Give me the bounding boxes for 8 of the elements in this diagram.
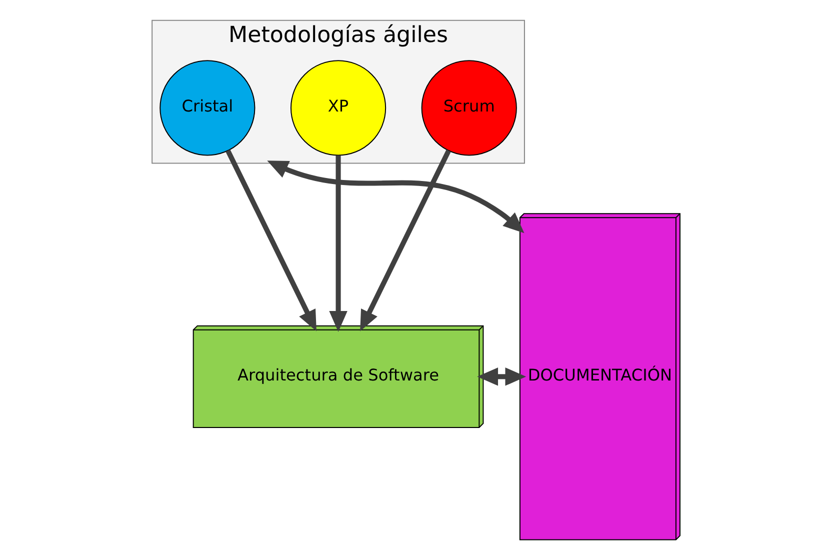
arrow (266, 160, 524, 234)
arrow (328, 155, 347, 332)
arrow (360, 150, 450, 332)
arrow (476, 368, 526, 386)
node-circle: Scrum (420, 60, 516, 156)
node-circle: XP (290, 60, 386, 156)
node-circle: Cristal (159, 60, 255, 156)
arrow (225, 150, 316, 332)
